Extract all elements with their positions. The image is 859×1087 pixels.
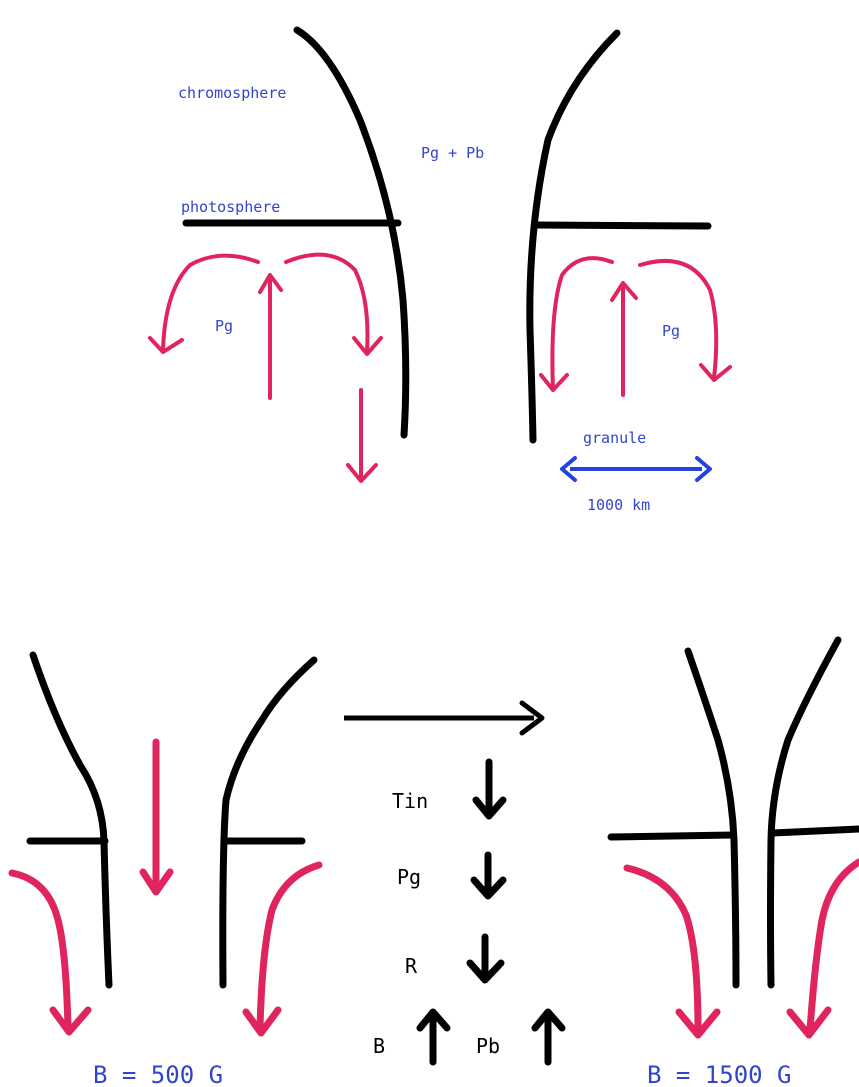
br-photosphere-right xyxy=(773,829,859,833)
bl-right-flow xyxy=(260,865,319,1028)
flow-right-outer-curve xyxy=(640,261,716,378)
pg-label: Pg xyxy=(397,865,421,889)
r-label: R xyxy=(405,954,418,978)
br-left-flow xyxy=(627,868,698,1030)
bottom-right-flows xyxy=(627,862,859,1035)
flow-right-inner-curve xyxy=(552,258,612,390)
pg-pb-label: Pg + Pb xyxy=(421,144,484,162)
br-left-wall xyxy=(688,651,736,985)
scale-label: 1000 km xyxy=(587,496,650,514)
granule-label: granule xyxy=(583,429,646,447)
left-field-label: B = 500 G xyxy=(93,1061,223,1087)
tin-label: Tin xyxy=(392,789,428,813)
granule-scale xyxy=(562,458,710,480)
right-field-label: B = 1500 G xyxy=(647,1061,792,1087)
pb-label: Pb xyxy=(476,1034,500,1058)
bottom-left-flows xyxy=(12,742,319,1033)
bottom-left-tube xyxy=(30,655,314,985)
pg-right-label: Pg xyxy=(662,322,680,340)
pg-left-label: Pg xyxy=(215,317,233,335)
br-right-wall xyxy=(771,640,839,985)
tube-left-wall xyxy=(297,30,406,435)
br-right-flow xyxy=(810,862,859,1030)
flow-left-outer-curve xyxy=(163,256,258,350)
flow-left-outer-head xyxy=(150,338,182,352)
transition-arrow xyxy=(344,703,542,733)
top-convection-flows xyxy=(150,255,730,481)
br-photosphere-left xyxy=(611,835,733,837)
bl-left-wall xyxy=(33,655,109,985)
photosphere-line-right xyxy=(535,225,708,226)
quantity-arrows xyxy=(420,762,562,1062)
bl-left-flow xyxy=(12,873,68,1028)
b-label: B xyxy=(373,1034,385,1058)
photosphere-label: photosphere xyxy=(181,198,280,216)
chromosphere-label: chromosphere xyxy=(178,84,286,102)
